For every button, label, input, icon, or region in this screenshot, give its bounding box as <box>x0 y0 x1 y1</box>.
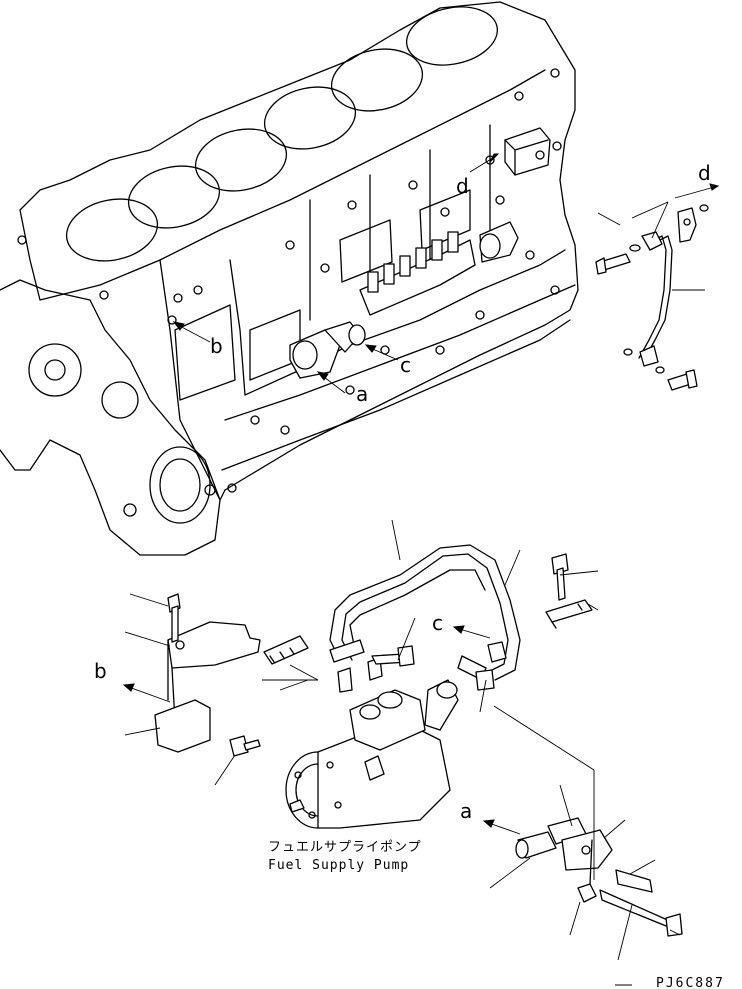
drawing-code: PJ6C887 <box>656 976 725 989</box>
callout-c-block: c <box>400 353 411 377</box>
engine-block <box>0 1 579 556</box>
caption-jp: フュエルサプライポンプ <box>268 840 422 855</box>
callout-b-block: b <box>210 334 223 358</box>
callout-d-tube: d <box>698 161 711 185</box>
caption-en: Fuel Supply Pump <box>268 858 409 873</box>
return-tube-assembly <box>595 183 720 391</box>
callout-d-block: d <box>456 174 469 198</box>
callout-a-spacer: a <box>460 799 472 823</box>
supply-pump-group <box>122 519 683 961</box>
callout-b-bracket: b <box>94 659 107 683</box>
callout-c-pipe: c <box>432 611 443 635</box>
block-leader-arrows <box>172 153 500 394</box>
callout-a-block: a <box>356 382 368 406</box>
